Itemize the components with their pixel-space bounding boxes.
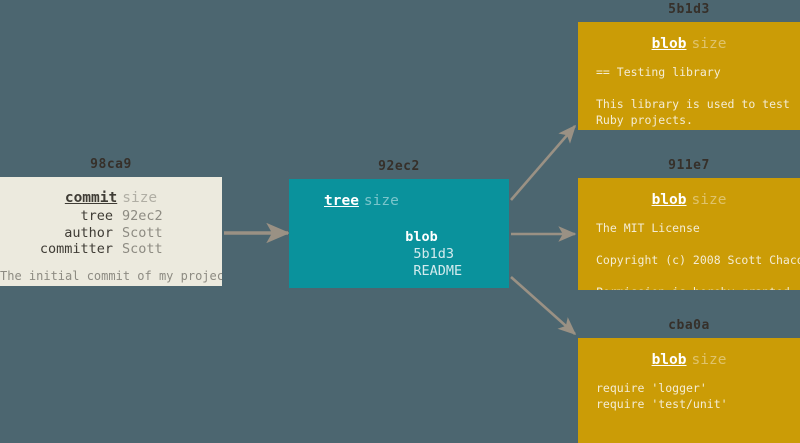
blob-content: require 'logger' require 'test/unit' cla…	[596, 381, 728, 411]
commit-field-row: committer Scott	[0, 241, 222, 258]
tree-entry-type: blob	[405, 229, 438, 245]
blob-content: == Testing library This library is used …	[596, 65, 790, 127]
commit-field-value: 92ec2	[122, 208, 163, 224]
edge-tree-to-blob-5b1d3	[510, 124, 577, 201]
commit-field-row: tree 92ec2	[0, 208, 222, 225]
edge-tree-to-blob-cba0a	[510, 276, 577, 336]
commit-field-key: committer	[39, 241, 113, 257]
commit-hash-label: 98ca9	[90, 157, 132, 172]
blob-content: The MIT License Copyright (c) 2008 Scott…	[596, 221, 800, 290]
blob-size-label: size	[691, 352, 727, 368]
blob-hash-label: 5b1d3	[668, 2, 710, 17]
commit-field-list: tree 92ec2 author Scott committer Scott	[0, 208, 222, 258]
commit-field-row: author Scott	[0, 225, 222, 242]
blob-type-label: blob	[651, 352, 687, 368]
tree-entry-name: README	[405, 263, 463, 279]
blob-size-label: size	[691, 36, 727, 52]
tree-size-label: size	[363, 193, 399, 209]
blob-size-label: size	[691, 192, 727, 208]
commit-type-label: commit	[64, 190, 118, 206]
commit-message: The initial commit of my project	[0, 268, 222, 283]
tree-hash-label: 92ec2	[378, 159, 420, 174]
blob-type-label: blob	[651, 36, 687, 52]
tree-entry-hash: 5b1d3	[405, 246, 455, 262]
commit-field-key: tree	[80, 208, 113, 224]
blob-hash-label: cba0a	[668, 318, 710, 333]
blob-type-label: blob	[651, 192, 687, 208]
tree-entry-list: blob 5b1d3 README blob 911e7 LICENSE blo…	[289, 212, 509, 288]
blob-hash-label: 911e7	[668, 158, 710, 173]
tree-entry-row: blob 5b1d3 README	[324, 212, 509, 288]
commit-field-value: Scott	[122, 241, 163, 257]
commit-size-label: size	[122, 190, 158, 206]
tree-type-label: tree	[324, 193, 359, 209]
commit-field-key: author	[64, 224, 113, 241]
commit-field-value: Scott	[122, 224, 163, 241]
